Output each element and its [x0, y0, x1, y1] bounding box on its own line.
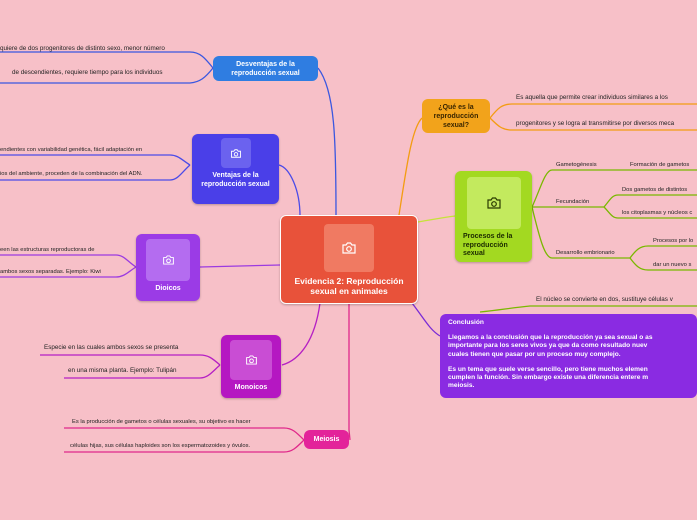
conclusion-paragraph-1: Llegamos a la conclusión que la reproduc… [448, 334, 689, 359]
camera-icon [342, 242, 356, 254]
image-placeholder [220, 138, 251, 168]
que-es-line-1: Es aquella que permite crear individuos … [516, 94, 668, 101]
meiosis-topic[interactable]: Meiosis [304, 430, 349, 449]
fecundacion-detail-2: los citoplasmas y núcleos c [622, 210, 693, 216]
fecundacion-detail-1: Dos gametos de distintos [622, 187, 688, 193]
conclusion-p1-line-2: importante para los seres vivos ya que d… [448, 342, 648, 350]
que-es-topic[interactable]: ¿Qué es la reproducción sexual? [422, 99, 490, 133]
ventajas-line-2: ios del ambiente, proceden de la combina… [0, 171, 143, 177]
dioicos-topic[interactable]: Dioicos [136, 234, 200, 301]
conclusion-note[interactable]: Conclusión Llegamos a la conclusión que … [440, 314, 697, 398]
image-placeholder [146, 239, 190, 281]
image-placeholder [466, 177, 521, 229]
que-es-title: ¿Qué es la reproducción sexual? [433, 103, 479, 129]
desarrollo-detail-2: dar un nuevo s [653, 262, 692, 268]
gametogenesis-detail: Formación de gametos [630, 162, 690, 168]
conclusion-p2-line-1: Es un tema que suele verse sencillo, per… [448, 365, 648, 373]
monoicos-topic[interactable]: Monoicos [221, 335, 281, 398]
camera-icon [486, 197, 501, 209]
camera-icon [162, 255, 174, 265]
conclusion-p2-line-3: meiosis. [448, 382, 475, 390]
procesos-title: Procesos de la reproducción sexual [463, 233, 513, 257]
central-topic[interactable]: Evidencia 2: Reproducción sexual en anim… [280, 215, 418, 304]
conclusion-p2-line-2: cumplen la función. Sin embargo existe u… [448, 374, 649, 382]
central-topic-title: Evidencia 2: Reproducción sexual en anim… [294, 276, 404, 296]
image-placeholder [324, 224, 374, 272]
camera-icon [230, 148, 241, 158]
conclusion-p1-line-3: cuales tienen que pasar por un proceso m… [448, 350, 621, 358]
monoicos-title: Monoicos [234, 384, 268, 391]
meiosis-title: Meiosis [313, 436, 340, 443]
gametogenesis-label: Gametogénesis [556, 162, 597, 168]
camera-icon [245, 355, 257, 365]
image-placeholder [230, 340, 272, 380]
dioicos-line-2: ambos sexos separadas. Ejemplo: Kiwi [0, 269, 101, 275]
meiosis-line-1: Es la producción de gametos o células se… [72, 419, 251, 425]
meiosis-note: El núcleo se convierte en dos, sustituye… [536, 296, 673, 303]
fecundacion-label: Fecundación [556, 199, 590, 205]
monoicos-line-2: en una misma planta. Ejemplo: Tulipán [68, 367, 177, 374]
desventajas-title: Desventajas de la reproducción sexual [231, 60, 300, 77]
desventajas-line-2: de descendientes, requiere tiempo para l… [12, 69, 163, 76]
conclusion-title: Conclusión [448, 319, 484, 326]
dioicos-line-1: een las estructuras reproductoras de [0, 247, 95, 253]
desventajas-line-1: quiere de dos progenitores de distinto s… [0, 45, 165, 52]
desarrollo-detail-1: Procesos por lo [653, 238, 694, 244]
conclusion-paragraph-2: Es un tema que suele verse sencillo, per… [448, 366, 689, 391]
meiosis-line-2: células hijas, sus células haploides son… [70, 443, 251, 449]
ventajas-title: Ventajas de la reproducción sexual [201, 172, 270, 188]
desventajas-topic[interactable]: Desventajas de la reproducción sexual [213, 56, 318, 81]
monoicos-line-1: Especie en las cuales ambos sexos se pre… [44, 344, 179, 351]
ventajas-topic[interactable]: Ventajas de la reproducción sexual [192, 134, 279, 204]
procesos-topic[interactable]: Procesos de la reproducción sexual [455, 171, 532, 262]
conclusion-p1-line-1: Llegamos a la conclusión que la reproduc… [448, 334, 653, 342]
ventajas-line-1: endientes con variabilidad genética, fác… [0, 147, 143, 153]
desarrollo-label: Desarrollo embrionario [556, 250, 615, 256]
que-es-line-2: progenitores y se logra al transmitirse … [516, 120, 675, 127]
dioicos-title: Dioicos [155, 285, 181, 292]
